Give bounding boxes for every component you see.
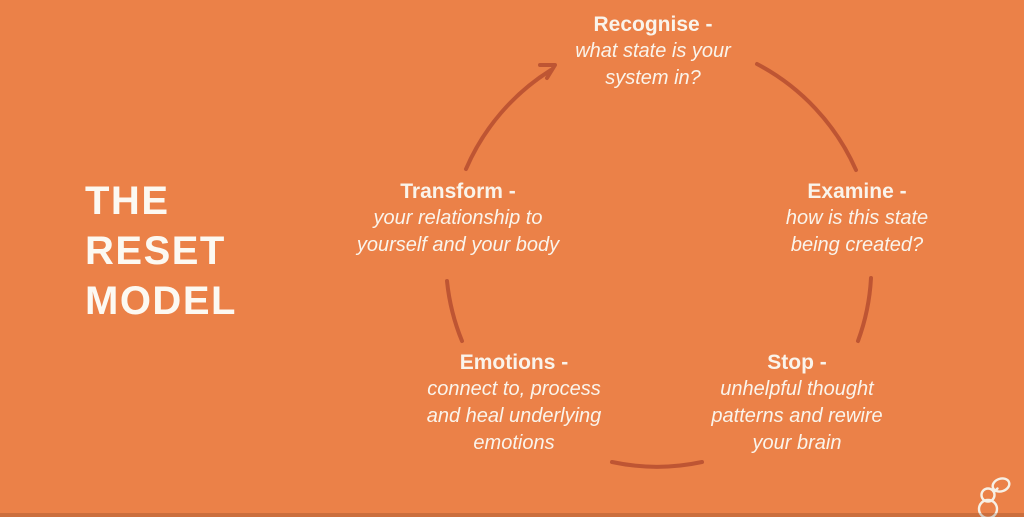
node-transform-description: your relationship to yourself and your b…: [356, 207, 560, 256]
node-recognise-label: Recognise -: [593, 13, 713, 36]
node-examine-label: Examine -: [807, 180, 907, 203]
node-examine: Examine - how is this state being create…: [786, 178, 928, 259]
arrowhead-icon: [538, 63, 557, 80]
node-emotions-description: connect to, process and heal underlying …: [426, 378, 602, 454]
page-title-line-3: MODEL: [85, 279, 237, 323]
node-stop-description: unhelpful thought patterns and rewire yo…: [711, 378, 883, 454]
node-recognise: Recognise - what state is your system in…: [575, 11, 731, 92]
node-emotions-label: Emotions -: [459, 351, 569, 374]
node-transform-label: Transform -: [400, 180, 516, 203]
person-speech-bubble-icon: [977, 477, 1011, 517]
logo-speech-bubble: [991, 477, 1011, 493]
page-title-line-2: RESET: [85, 229, 226, 273]
node-stop-label: Stop -: [767, 351, 827, 374]
node-stop: Stop - unhelpful thought patterns and re…: [711, 349, 882, 457]
page-title-line-1: THE: [85, 179, 170, 223]
arc-examine-to-stop: [856, 276, 873, 343]
page-title: THE RESET MODEL: [85, 176, 237, 326]
node-recognise-description: what state is your system in?: [575, 40, 731, 89]
node-transform: Transform - your relationship to yoursel…: [357, 178, 559, 259]
logo-body-circle: [977, 498, 999, 517]
node-examine-description: how is this state being created?: [785, 207, 929, 256]
arc-emotions-to-transform: [445, 279, 464, 343]
bottom-edge-shadow: [0, 513, 1024, 517]
node-emotions: Emotions - connect to, process and heal …: [427, 349, 602, 457]
arc-recognise-to-examine: [755, 62, 858, 172]
logo-head-circle: [980, 487, 996, 503]
arc-transform-to-recognise: [464, 68, 553, 171]
arc-stop-to-emotions: [610, 460, 704, 469]
logo-speech-bubble-tail: [993, 487, 999, 493]
